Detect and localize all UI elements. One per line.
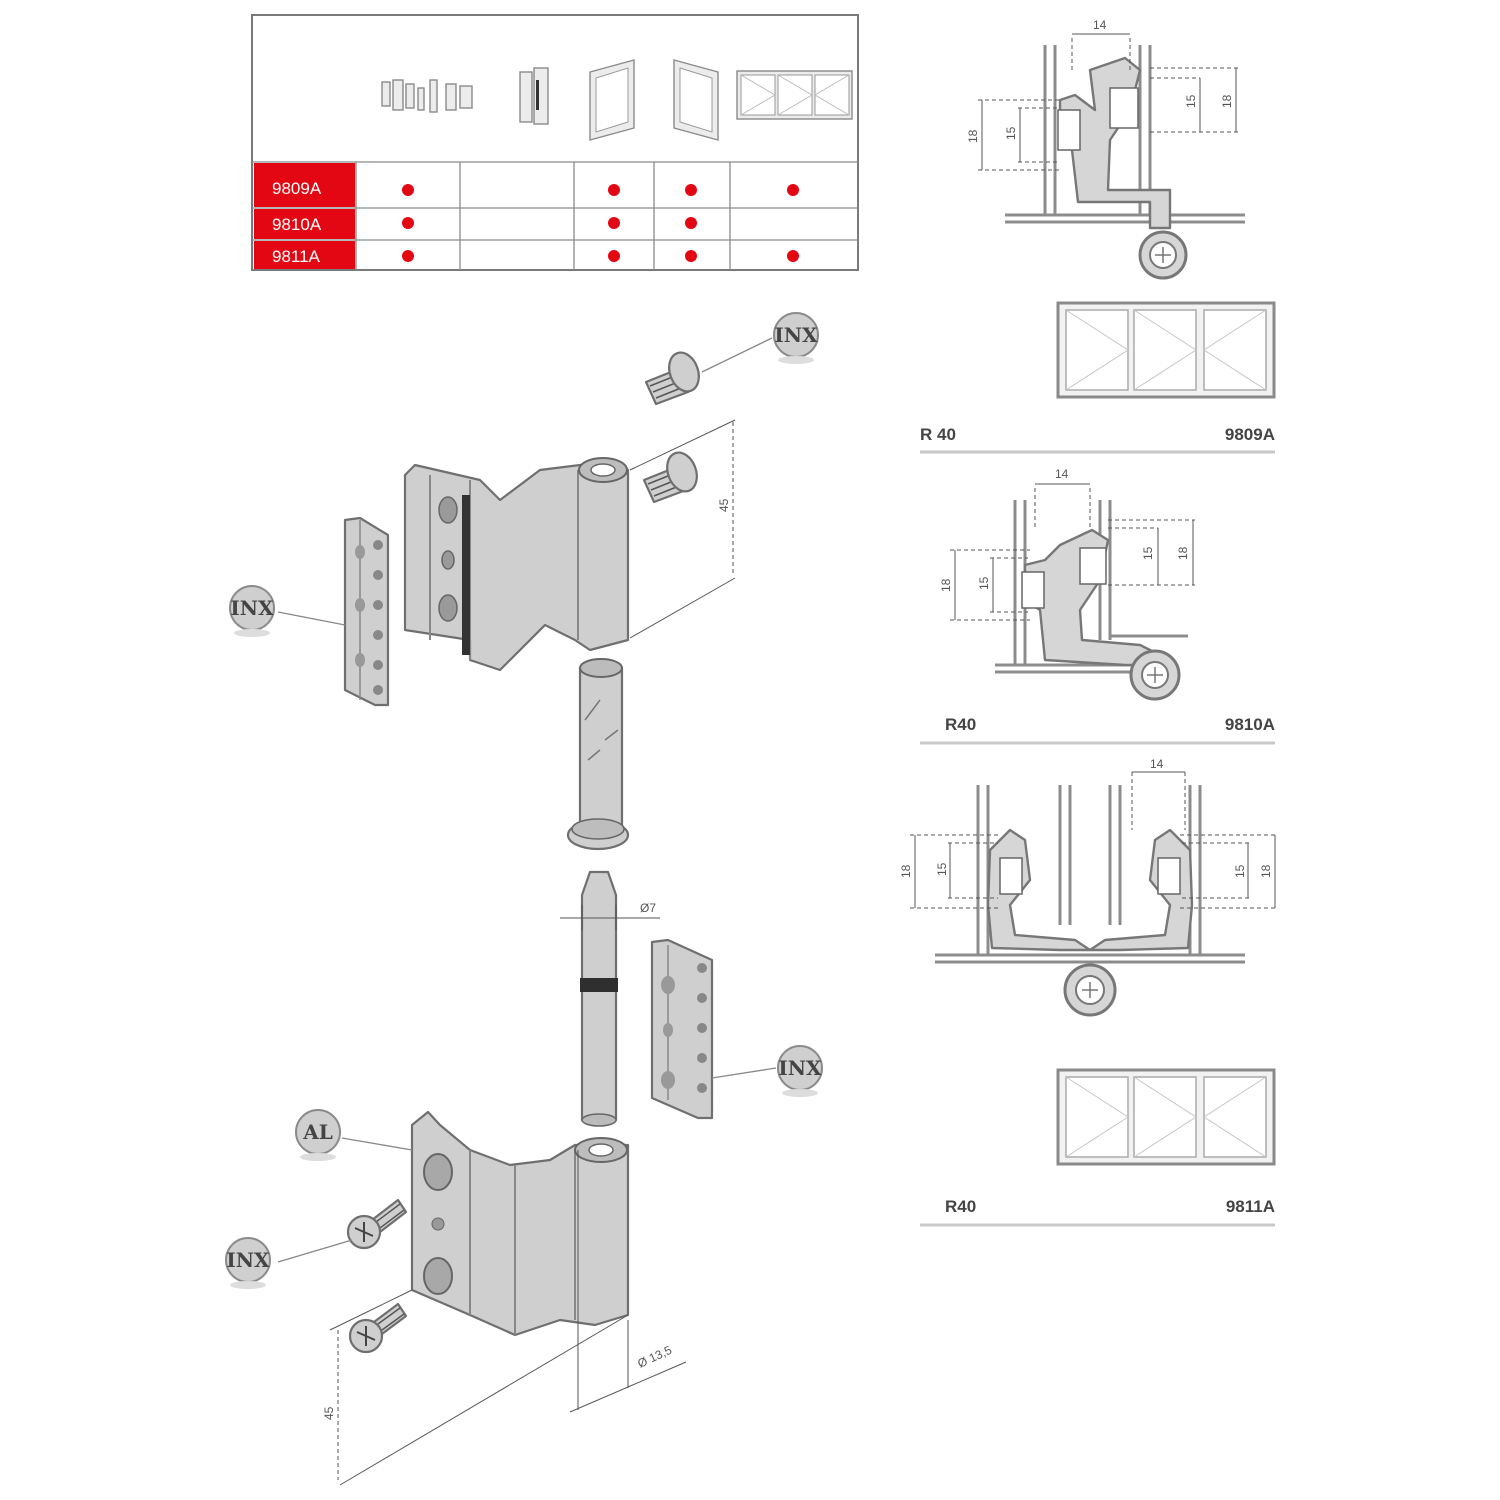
compat-dot-9811A-0 bbox=[402, 250, 414, 262]
row-code-9810A: 9810A bbox=[272, 215, 322, 234]
section-9811A: 14 18 15 15 18 R40 9811A bbox=[899, 757, 1278, 1227]
screw-upper-leaf bbox=[642, 451, 698, 504]
badge-inx-screw-bottom: INX bbox=[225, 1237, 271, 1289]
screw-lower-2 bbox=[348, 1302, 408, 1354]
compat-dot-9809A-0 bbox=[402, 184, 414, 196]
hinge-bushing bbox=[566, 658, 630, 851]
section-9809A: 14 15 18 18 15 R 40 9809A bbox=[920, 18, 1276, 454]
s2-dim-inner-a: 15 bbox=[1141, 546, 1155, 560]
s3-dim-left-a: 18 bbox=[899, 864, 913, 878]
door-left-icon bbox=[589, 59, 635, 141]
compat-dot-9809A-4 bbox=[787, 184, 799, 196]
compat-dot-9809A-2 bbox=[608, 184, 620, 196]
s2-dim-left-b: 15 bbox=[977, 576, 991, 590]
three-panel-window-icon bbox=[736, 70, 853, 120]
upper-leaf-dimension: 45 bbox=[629, 419, 736, 639]
s2-dim-inner-b: 18 bbox=[1176, 546, 1190, 560]
s1-dim-left-a: 18 bbox=[966, 129, 980, 143]
hinge-single-icon bbox=[519, 67, 549, 125]
row-code-9811A: 9811A bbox=[272, 247, 321, 266]
s1-dim-left-b: 15 bbox=[1004, 126, 1018, 140]
s1-dim-inner-a: 15 bbox=[1184, 94, 1198, 108]
svg-text:INX: INX bbox=[230, 596, 274, 620]
section-code-9809A: 9809A bbox=[1225, 425, 1275, 444]
pin-dim-label: Ø7 bbox=[640, 901, 656, 915]
exploded-hinge-view: 45 Ø7 bbox=[225, 312, 823, 1486]
compatibility-dots bbox=[402, 184, 799, 262]
s3-dim-top: 14 bbox=[1150, 757, 1164, 771]
section-series-9811A: R40 bbox=[945, 1197, 976, 1216]
s3-dim-left-b: 15 bbox=[935, 862, 949, 876]
compat-dot-9810A-0 bbox=[402, 217, 414, 229]
svg-text:INX: INX bbox=[778, 1056, 822, 1080]
screw-lower-1 bbox=[346, 1198, 408, 1250]
section-code-9811A: 9811A bbox=[1226, 1197, 1275, 1216]
s2-dim-left-a: 18 bbox=[939, 578, 953, 592]
badge-inx-plate-left: INX bbox=[229, 585, 275, 637]
compat-dot-9809A-3 bbox=[685, 184, 697, 196]
door-right-icon bbox=[673, 59, 719, 141]
upper-leaf-dim-label: 45 bbox=[717, 498, 731, 512]
s1-dim-inner-b: 18 bbox=[1220, 94, 1234, 108]
svg-text:INX: INX bbox=[226, 1248, 270, 1272]
right-fixing-plate bbox=[650, 938, 714, 1120]
svg-text:INX: INX bbox=[774, 323, 818, 347]
badge-al-leaf: AL bbox=[295, 1109, 341, 1161]
upper-hinge-leaf bbox=[403, 457, 630, 672]
section-code-9810A: 9810A bbox=[1225, 715, 1275, 734]
lower-hinge-leaf bbox=[410, 1110, 630, 1337]
left-fixing-plate bbox=[343, 516, 390, 707]
badge-inx-screw-top: INX bbox=[773, 312, 819, 364]
s3-dim-right-a: 15 bbox=[1233, 864, 1247, 878]
badge-inx-plate-right: INX bbox=[777, 1045, 823, 1097]
hinge-pin: Ø7 bbox=[560, 870, 660, 1127]
compatibility-table: 9809A 9810A 9811A bbox=[251, 14, 859, 271]
section-series-9809A: R 40 bbox=[920, 425, 956, 444]
screw-top bbox=[644, 351, 700, 406]
section-series-9810A: R40 bbox=[945, 715, 976, 734]
s1-dim-top: 14 bbox=[1093, 18, 1107, 32]
window-diagram-9809A bbox=[1056, 301, 1276, 399]
s2-dim-top: 14 bbox=[1055, 467, 1069, 481]
lower-leaf-dim-label: 45 bbox=[322, 1406, 336, 1420]
hinge-parts-icon bbox=[381, 79, 473, 113]
compat-dot-9811A-3 bbox=[685, 250, 697, 262]
compat-dot-9811A-4 bbox=[787, 250, 799, 262]
svg-text:AL: AL bbox=[302, 1120, 333, 1144]
s3-dim-right-b: 18 bbox=[1259, 864, 1273, 878]
section-9810A: 14 15 18 18 15 R40 9810A bbox=[920, 467, 1275, 745]
knuckle-dim-label: Ø 13,5 bbox=[635, 1343, 674, 1371]
compat-dot-9810A-3 bbox=[685, 217, 697, 229]
row-code-9809A: 9809A bbox=[272, 179, 322, 198]
compat-dot-9810A-2 bbox=[608, 217, 620, 229]
compat-dot-9811A-2 bbox=[608, 250, 620, 262]
window-diagram-9811A bbox=[1056, 1068, 1276, 1166]
